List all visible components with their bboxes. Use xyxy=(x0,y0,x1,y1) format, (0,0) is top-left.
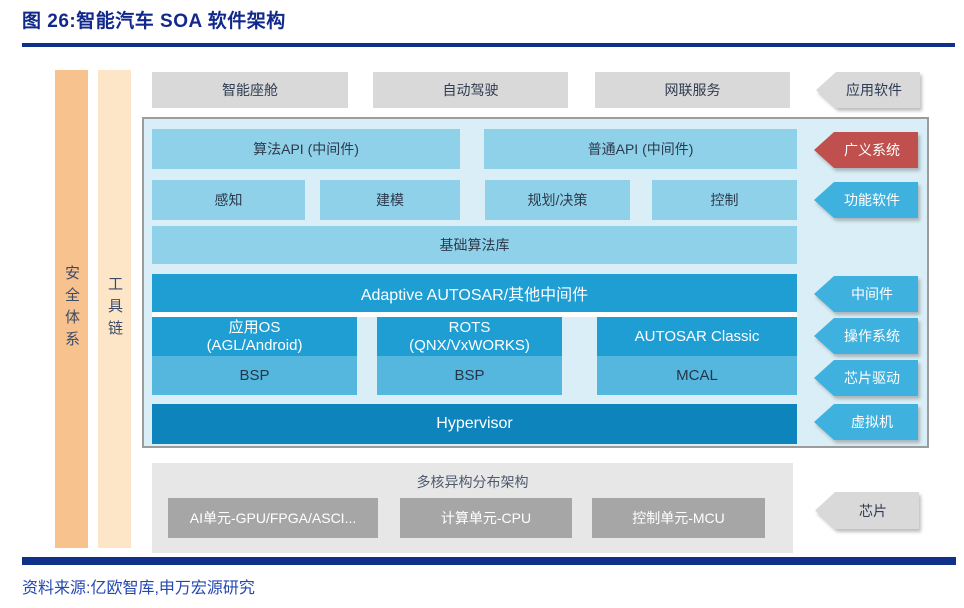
chip-arrow: 芯片 xyxy=(815,492,919,529)
rtos-label: ROTS(QNX/VxWORKS) xyxy=(409,319,530,354)
function-software-arrow-label: 功能软件 xyxy=(814,182,918,218)
adaptive-autosar-box: Adaptive AUTOSAR/其他中间件 xyxy=(152,274,797,312)
function-software-arrow: 功能软件 xyxy=(814,182,918,218)
virtual-machine-arrow-label: 虚拟机 xyxy=(814,404,918,440)
toolchain-label: 工具链 xyxy=(106,276,123,342)
general-system-arrow-label: 广义系统 xyxy=(814,132,918,168)
row-divider xyxy=(152,312,797,317)
hypervisor-box: Hypervisor xyxy=(152,404,797,444)
source-line: 资料来源:亿欧智库,申万宏源研究 xyxy=(22,580,255,597)
middleware-arrow: 中间件 xyxy=(814,276,918,312)
chip-section-title: 多核异构分布架构 xyxy=(416,474,529,490)
bsp-box-1: BSP xyxy=(152,356,357,395)
app-os-box: 应用OS(AGL/Android) xyxy=(152,317,357,356)
compute-unit-box: 计算单元-CPU xyxy=(400,498,572,538)
mcal-box: MCAL xyxy=(597,356,797,395)
app-box-cockpit: 智能座舱 xyxy=(152,72,348,108)
algo-api-box: 算法API (中间件) xyxy=(152,129,460,169)
control-unit-box: 控制单元-MCU xyxy=(592,498,765,538)
bsp-box-2: BSP xyxy=(377,356,562,395)
chip-driver-arrow-label: 芯片驱动 xyxy=(814,360,918,396)
chip-arrow-label: 芯片 xyxy=(815,492,919,529)
app-box-connectivity: 网联服务 xyxy=(595,72,790,108)
app-os-label: 应用OS(AGL/Android) xyxy=(206,319,303,354)
ai-unit-box: AI单元-GPU/FPGA/ASCI... xyxy=(168,498,378,538)
soa-architecture-panel: 算法API (中间件) 普通API (中间件) 感知 建模 规划/决策 控制 基… xyxy=(142,117,929,448)
safety-system-bar: 安全体系 xyxy=(55,70,88,548)
operating-system-arrow-label: 操作系统 xyxy=(814,318,918,354)
application-software-arrow-label: 应用软件 xyxy=(816,72,920,108)
rtos-box: ROTS(QNX/VxWORKS) xyxy=(377,317,562,356)
chip-driver-arrow: 芯片驱动 xyxy=(814,360,918,396)
common-api-box: 普通API (中间件) xyxy=(484,129,797,169)
bottom-rule xyxy=(22,557,956,565)
application-software-arrow: 应用软件 xyxy=(816,72,920,108)
modeling-box: 建模 xyxy=(320,180,460,220)
figure-title: 图 26:智能汽车 SOA 软件架构 xyxy=(22,11,286,32)
operating-system-arrow: 操作系统 xyxy=(814,318,918,354)
general-system-arrow: 广义系统 xyxy=(814,132,918,168)
autosar-classic-box: AUTOSAR Classic xyxy=(597,317,797,356)
perception-box: 感知 xyxy=(152,180,305,220)
app-box-autodrive: 自动驾驶 xyxy=(373,72,568,108)
title-underline xyxy=(22,43,955,47)
safety-system-label: 安全体系 xyxy=(63,265,80,353)
control-box: 控制 xyxy=(652,180,797,220)
toolchain-bar: 工具链 xyxy=(98,70,131,548)
middleware-arrow-label: 中间件 xyxy=(814,276,918,312)
chip-section: 多核异构分布架构 AI单元-GPU/FPGA/ASCI... 计算单元-CPU … xyxy=(152,463,793,553)
virtual-machine-arrow: 虚拟机 xyxy=(814,404,918,440)
planning-decision-box: 规划/决策 xyxy=(485,180,630,220)
base-algo-library-box: 基础算法库 xyxy=(152,226,797,264)
